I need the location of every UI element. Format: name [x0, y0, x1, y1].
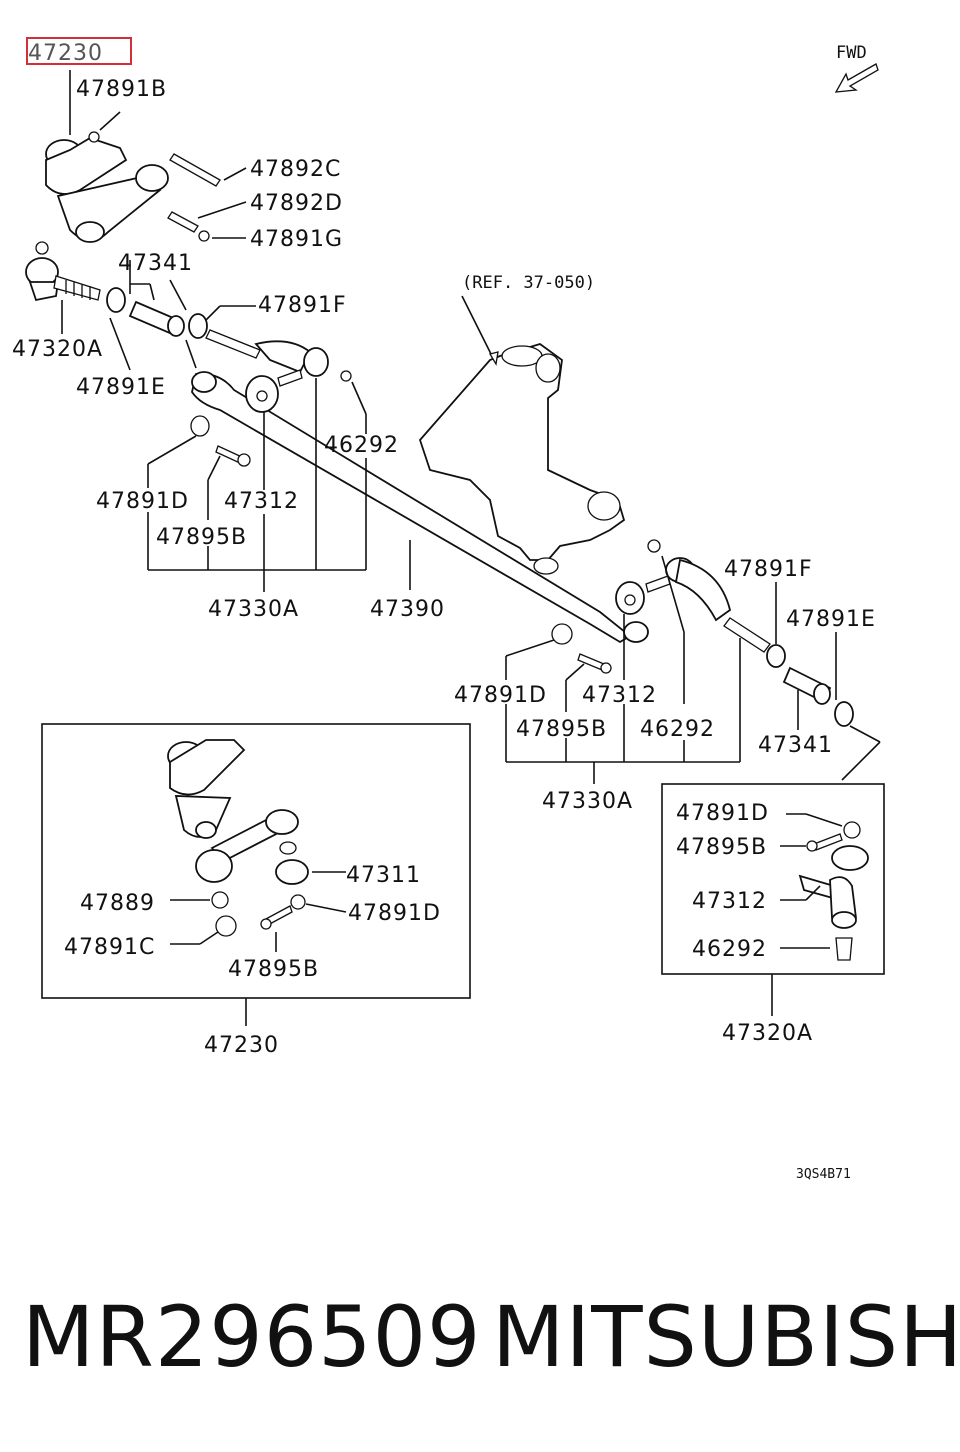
inset-box-47320a	[661, 783, 885, 975]
callout-46292-left[interactable]: 46292	[324, 433, 399, 458]
mid-fasteners	[551, 623, 612, 674]
brand-name: MITSUBISHI	[492, 1288, 960, 1386]
reference-label[interactable]: (REF. 37-050)	[462, 273, 595, 293]
callout-inset-r-46292[interactable]: 46292	[692, 937, 767, 962]
fwd-arrow-icon: FWD	[834, 43, 879, 93]
callout-47891d-mid[interactable]: 47891D	[454, 683, 547, 708]
inset-title-47320a[interactable]: 47320A	[722, 1021, 813, 1046]
callout-47320a-left[interactable]: 47320A	[12, 337, 103, 362]
callout-47341-left[interactable]: 47341	[118, 251, 193, 276]
callout-47891g[interactable]: 47891G	[250, 227, 343, 252]
callout-46292-mid[interactable]: 46292	[640, 717, 715, 742]
idler-arm-assembly	[45, 131, 221, 243]
callout-inset-47889[interactable]: 47889	[80, 891, 155, 916]
callout-inset-47895b[interactable]: 47895B	[228, 957, 319, 982]
callout-inset-47891d[interactable]: 47891D	[348, 901, 441, 926]
callout-47341-right[interactable]: 47341	[758, 733, 833, 758]
callout-47891f-right[interactable]: 47891F	[724, 557, 813, 582]
callout-47891b[interactable]: 47891B	[76, 77, 167, 102]
inset-box-47230	[41, 723, 471, 999]
sleeve-left	[106, 287, 208, 339]
callout-47312-mid[interactable]: 47312	[582, 683, 657, 708]
callout-47895b-mid[interactable]: 47895B	[516, 717, 607, 742]
callout-47892d[interactable]: 47892D	[250, 191, 343, 216]
drawing-code: 3QS4B71	[796, 1167, 851, 1182]
callout-47891f-left[interactable]: 47891F	[258, 293, 347, 318]
parts-diagram: 47230 FWD 47891B 47892C 47892D 47891G	[12, 37, 885, 1182]
fwd-label: FWD	[836, 43, 867, 63]
center-link-47390	[190, 371, 649, 644]
callout-47891e-right[interactable]: 47891E	[786, 607, 876, 632]
adjusting-rod-left	[205, 329, 352, 387]
callout-47330a-left[interactable]: 47330A	[208, 597, 299, 622]
callout-inset-r-47891d[interactable]: 47891D	[676, 801, 769, 826]
part-number: MR296509	[22, 1288, 482, 1386]
callout-47892c[interactable]: 47892C	[250, 157, 341, 182]
steering-gearbox	[418, 343, 626, 575]
highlight-box	[26, 37, 132, 65]
highlighted-part-label[interactable]: 47230	[28, 41, 103, 66]
footer: MR296509 MITSUBISHI	[0, 1288, 960, 1398]
callout-47895b-left[interactable]: 47895B	[156, 525, 247, 550]
callout-inset-r-47312[interactable]: 47312	[692, 889, 767, 914]
callout-47312-left[interactable]: 47312	[224, 489, 299, 514]
callout-47891d-left[interactable]: 47891D	[96, 489, 189, 514]
callout-47891e-left[interactable]: 47891E	[76, 375, 166, 400]
callout-inset-47311[interactable]: 47311	[346, 863, 421, 888]
adjusting-rod-right	[615, 539, 854, 727]
callout-inset-47891c[interactable]: 47891C	[64, 935, 155, 960]
callout-inset-r-47895b[interactable]: 47895B	[676, 835, 767, 860]
tie-rod-end-left	[25, 241, 101, 302]
arrowhead-icon	[488, 351, 499, 366]
inset-title-47230[interactable]: 47230	[204, 1033, 279, 1058]
callout-47330a-right[interactable]: 47330A	[542, 789, 633, 814]
callout-47390[interactable]: 47390	[370, 597, 445, 622]
